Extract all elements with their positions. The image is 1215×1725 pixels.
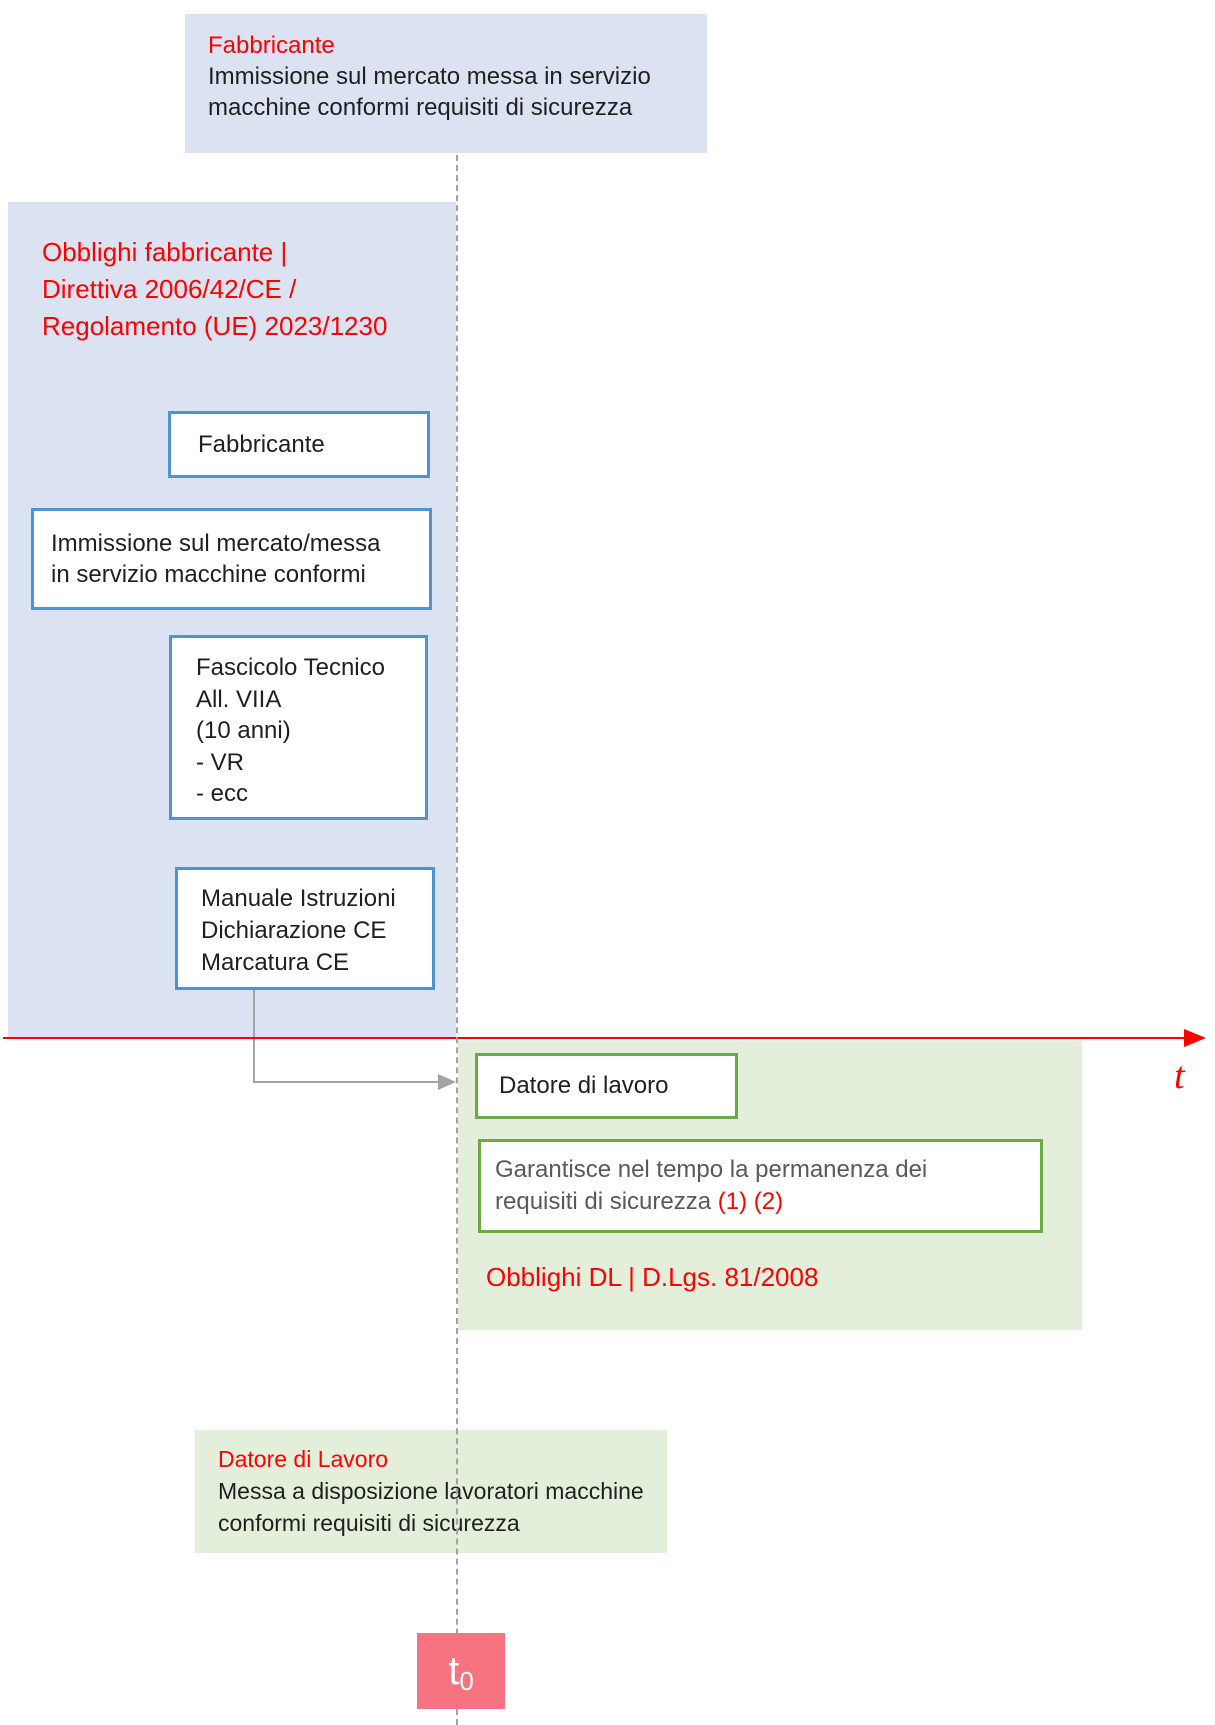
manufacturer-heading: Obblighi fabbricante | Direttiva 2006/42… <box>42 237 388 341</box>
obblighi-dl-heading: Obblighi DL | D.Lgs. 81/2008 <box>486 1262 819 1292</box>
connector-arrowhead-icon <box>438 1074 456 1090</box>
t0-label: t <box>448 1648 460 1693</box>
manuale-istruzioni-box: Manuale Istruzioni Dichiarazione CE Marc… <box>175 867 435 990</box>
timeline-axis <box>3 1037 1187 1039</box>
connector-line-vertical <box>253 990 255 1083</box>
top-note: Fabbricante Immissione sul mercato messa… <box>185 14 707 153</box>
vertical-dashed-line <box>456 155 458 1725</box>
immissione-box-label: Immissione sul mercato/messa in servizio… <box>51 530 381 588</box>
fabbricante-box: Fabbricante <box>168 411 430 478</box>
top-note-body: Immissione sul mercato messa in servizio… <box>208 63 651 121</box>
employer-note-body: Messa a disposizione lavoratori macchine… <box>218 1478 644 1536</box>
employer-note: Datore di Lavoro Messa a disposizione la… <box>195 1430 667 1553</box>
datore-di-lavoro-box-label: Datore di lavoro <box>499 1072 669 1099</box>
employer-note-title: Datore di Lavoro <box>218 1446 389 1472</box>
timeline-arrowhead-icon <box>1184 1029 1206 1047</box>
fabbricante-box-label: Fabbricante <box>198 431 325 458</box>
garantisce-line1: Garantisce nel tempo la permanenza dei <box>495 1156 928 1183</box>
garantisce-box: Garantisce nel tempo la permanenza dei r… <box>478 1139 1043 1233</box>
t0-subscript: 0 <box>459 1666 474 1696</box>
garantisce-line2: requisiti di sicurezza (1) (2) <box>495 1186 1040 1218</box>
connector-line-horizontal <box>253 1081 440 1083</box>
garantisce-line2-text: requisiti di sicurezza <box>495 1188 718 1215</box>
timeline-axis-label: t <box>1174 1055 1185 1097</box>
top-note-title: Fabbricante <box>208 32 335 59</box>
garantisce-note: (1) (2) <box>717 1188 784 1215</box>
fascicolo-tecnico-box: Fascicolo Tecnico All. VIIA (10 anni) - … <box>169 635 428 820</box>
datore-di-lavoro-box: Datore di lavoro <box>475 1053 738 1119</box>
immissione-box: Immissione sul mercato/messa in servizio… <box>31 508 432 610</box>
